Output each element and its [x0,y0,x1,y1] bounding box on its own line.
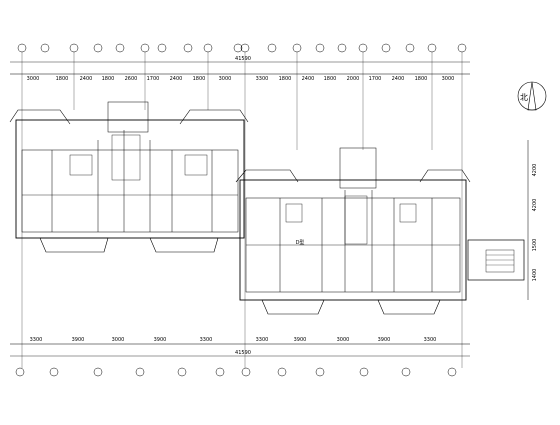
right-dimension-line: 4200 4200 1500 1400 [527,140,538,300]
bottom-dim: 3900 [378,337,391,343]
top-dim: 3000 [27,76,40,82]
bottom-dim: 3900 [154,337,167,343]
bottom-dim: 3300 [30,337,43,343]
top-dim: 2400 [392,76,405,82]
right-dim: 4200 [532,164,538,177]
axis-bubbles-bottom [15,367,457,377]
left-building-block [9,101,249,253]
top-dim: 1800 [102,76,115,82]
top-dim: 1800 [193,76,206,82]
top-dim: 2400 [170,76,183,82]
overall-dim-bottom: 41590 [235,350,251,356]
top-dim: 1800 [324,76,337,82]
bottom-dim: 3900 [72,337,85,343]
top-dim: 1700 [147,76,160,82]
axis-bubbles-top [17,43,467,53]
north-arrow-icon: 北 [517,81,547,111]
top-dim: 2400 [302,76,315,82]
top-dim: 3300 [256,76,269,82]
top-dim: 2000 [347,76,360,82]
top-dim: 1800 [279,76,292,82]
stair-annex [467,239,525,281]
top-dim: 3000 [442,76,455,82]
bottom-dim: 3900 [294,337,307,343]
bottom-dim: 3000 [112,337,125,343]
bottom-dim: 3300 [256,337,269,343]
overall-dim-top: 41590 [235,56,251,62]
right-building-block [235,147,471,315]
right-dim: 1500 [532,239,538,252]
north-label: 北 [520,93,528,102]
bottom-dimension-row: 3300 3900 3000 3900 3300 3300 3900 3000 … [30,337,437,343]
unit-type-tag: D型 [296,239,305,246]
bottom-dim: 3300 [424,337,437,343]
top-dim: 2400 [80,76,93,82]
right-dim: 1400 [532,269,538,282]
bottom-dim: 3300 [200,337,213,343]
right-dim: 4200 [532,199,538,212]
top-dim: 1800 [415,76,428,82]
top-dim: 2600 [125,76,138,82]
top-dimension-row: 3000 1800 2400 1800 2600 1700 2400 1800 … [27,76,455,82]
top-dim: 3000 [219,76,232,82]
top-dim: 1800 [56,76,69,82]
bottom-dim: 3000 [337,337,350,343]
axis-lines [21,52,463,368]
top-dim: 1700 [369,76,382,82]
